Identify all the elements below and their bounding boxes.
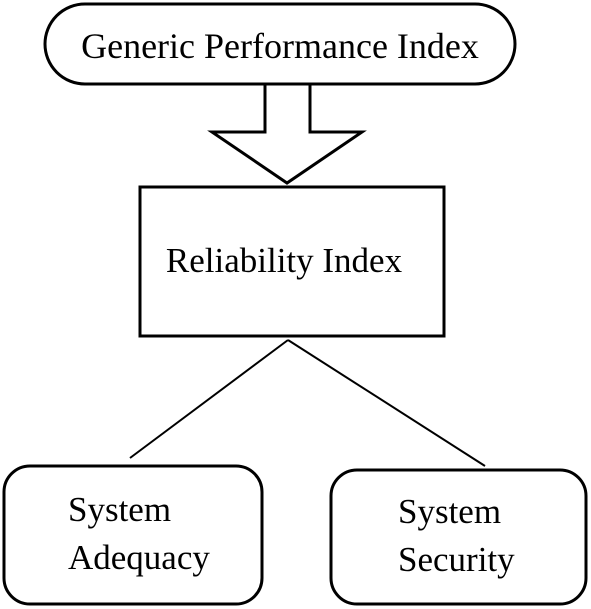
reliability-index-label: Reliability Index <box>166 241 403 280</box>
system-adequacy-box <box>2 464 264 606</box>
generic-performance-index-label: Generic Performance Index <box>81 26 479 66</box>
system-adequacy-label-line2: Adequacy <box>68 538 210 577</box>
system-security-label-line1: System <box>398 492 501 531</box>
connector-right <box>287 339 486 467</box>
down-arrow-icon <box>207 82 367 185</box>
system-security-label-line2: Security <box>398 540 515 579</box>
system-security-box <box>329 468 588 606</box>
reliability-index-box <box>138 185 446 338</box>
system-adequacy-label-line1: System <box>68 490 171 529</box>
connector-left <box>129 339 289 459</box>
